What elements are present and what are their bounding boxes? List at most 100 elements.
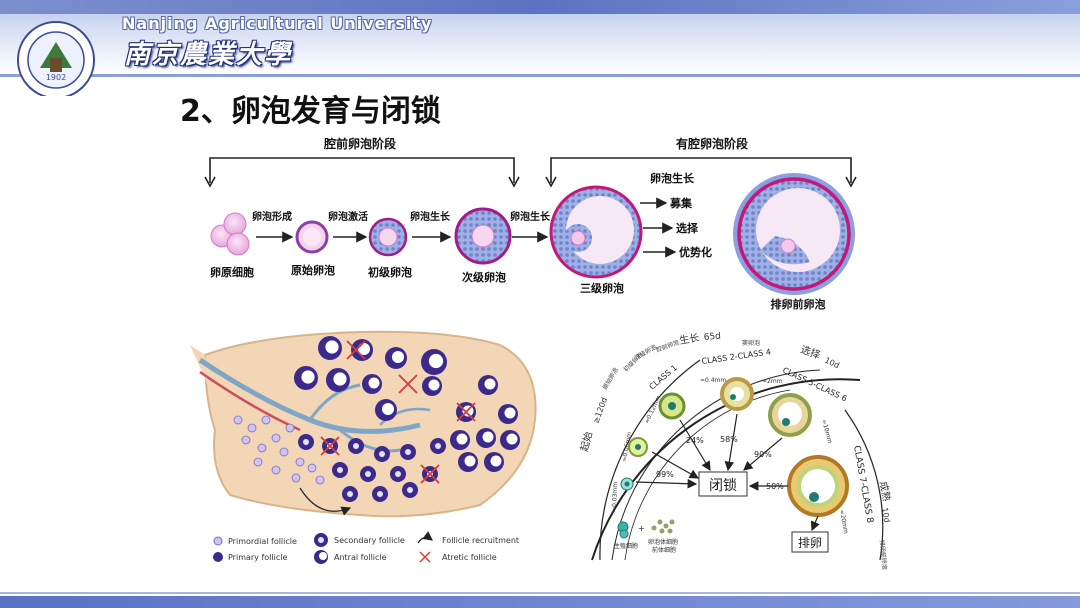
antral-cavity — [428, 379, 440, 391]
size-20mm: ≈20mm — [838, 509, 849, 534]
header-divider — [0, 74, 1080, 77]
footer-band — [0, 596, 1080, 608]
stage-primordial: 原始卵泡 — [291, 263, 335, 277]
legend-primordial: Primordial follicle — [228, 537, 297, 546]
outcome-recruitment: 募集 — [669, 196, 693, 210]
antral-cavity — [391, 350, 405, 364]
atretic-mark — [456, 402, 476, 422]
atretic-mark — [346, 340, 366, 360]
logo-year: 1902 — [46, 73, 66, 82]
primordial-follicle-dot — [271, 465, 281, 475]
arc-maturation: 成熟 — [877, 480, 893, 502]
antral-cavity — [490, 455, 502, 467]
secondary-oocyte — [347, 491, 353, 497]
primordial-follicle-dot — [307, 463, 317, 473]
arc-maturation-days: 10d — [880, 507, 892, 524]
footer-thin-line — [0, 592, 1080, 594]
development-arc-diagram — [591, 359, 884, 561]
university-name-zh: 南京農業大學 — [124, 40, 293, 70]
arrow-label-growth-2: 卵泡生长 — [510, 210, 551, 223]
label-precursor-cell: 前体细胞 — [652, 546, 676, 554]
arrow-label-activation: 卵泡激活 — [328, 210, 368, 223]
label-somatic-cell: 卵泡体细胞 — [648, 538, 678, 546]
label-atresia: 闭锁 — [709, 478, 737, 494]
recruitment-arrow — [299, 487, 352, 516]
label-ovulation: 排卵 — [798, 536, 822, 550]
primordial-follicle-dot — [257, 443, 267, 453]
primordial-follicle-dot — [247, 423, 257, 433]
antral-cavity — [381, 402, 395, 416]
antral-cavity — [484, 378, 496, 390]
antral-cavity — [325, 340, 339, 354]
inner-label-3: 次级卵泡 — [633, 343, 658, 362]
header-top-band — [0, 0, 1080, 14]
slide-title: 2、卵泡发育与闭锁 — [180, 94, 441, 129]
secondary-oocyte — [435, 443, 441, 449]
arc-growth-days: 65d — [703, 332, 721, 343]
header-gradient — [0, 14, 1080, 74]
plus-sign: + — [638, 524, 645, 533]
antral-cavity — [333, 372, 347, 386]
secondary-oocyte — [395, 471, 401, 477]
class-2-4: CLASS 2-CLASS 4 — [701, 347, 771, 366]
antral-cavity — [456, 433, 468, 445]
arc-initiation: 起始 — [577, 430, 595, 453]
arc-growth: 生长 — [678, 331, 700, 347]
arrow-to-atresia-2 — [679, 419, 711, 472]
primordial-follicle-dot — [261, 415, 271, 425]
antral-cavity — [464, 455, 476, 467]
secondary-oocyte — [377, 491, 383, 497]
legend-atretic: Atretic follicle — [442, 553, 497, 562]
legend-primary: Primary follicle — [228, 553, 287, 562]
legend-recruitment: Follicle recruitment — [442, 536, 519, 545]
secondary-oocyte — [337, 467, 343, 473]
bracket-antral — [545, 157, 857, 188]
university-logo: 1902 — [17, 21, 95, 96]
primordial-follicle-dot — [241, 435, 251, 445]
ovulation-box — [791, 531, 829, 553]
inner-label-1: 原始卵泡 — [601, 366, 620, 391]
class-1: CLASS 1 — [648, 363, 679, 391]
arrow-to-atresia-1 — [651, 451, 700, 479]
label-follicle-growth: 卵泡生长 — [650, 171, 695, 185]
label-germ-cell: 生殖细胞 — [614, 542, 638, 550]
stage-primary: 初级卵泡 — [368, 265, 412, 279]
arrow-to-atresia-6 — [635, 478, 698, 489]
ovary-legend: Primordial follicle Primary follicle Sec… — [213, 531, 519, 564]
antral-cavity — [428, 353, 444, 369]
secondary-oocyte — [379, 451, 385, 457]
inner-label-6: 排卵前卵泡 — [878, 539, 889, 570]
ovary-illustration — [190, 330, 537, 518]
preovulatory-follicle — [733, 173, 855, 295]
arrow-to-ovulation — [810, 515, 820, 532]
legend-antral: Antral follicle — [334, 553, 387, 562]
outcome-selection: 选择 — [676, 221, 699, 235]
oogonia-cluster — [210, 212, 250, 256]
outcome-dominance: 优势化 — [679, 245, 712, 259]
label-antral: 有腔卵泡阶段 — [676, 136, 749, 151]
inner-label-4: 腔前卵泡 — [655, 338, 680, 354]
secondary-follicle — [454, 207, 512, 265]
stage-tertiary: 三级卵泡 — [580, 281, 624, 295]
arc-selection-days: 10d — [823, 356, 841, 371]
secondary-oocyte — [407, 487, 413, 493]
antral-cavity — [504, 407, 516, 419]
percent-58: 58% — [720, 435, 738, 444]
primordial-follicle-dot — [285, 423, 295, 433]
tertiary-follicle — [549, 185, 643, 279]
stage-preovulatory: 排卵前卵泡 — [771, 297, 826, 311]
atretic-mark — [420, 464, 440, 484]
university-name-en: Nanjing Agricultural University — [122, 14, 433, 33]
arrow-to-atresia-4 — [743, 437, 783, 471]
arc-initiation-days: ≥120d — [591, 396, 609, 425]
antral-cavity — [301, 370, 315, 384]
bracket-preantral — [204, 157, 520, 188]
secondary-oocyte — [303, 439, 309, 445]
legend-secondary: Secondary follicle — [334, 536, 405, 545]
atretic-mark — [398, 374, 418, 394]
ovary-follicles — [233, 336, 520, 516]
percent-50: 50% — [766, 482, 784, 491]
percent-99: 99% — [656, 470, 674, 479]
primordial-follicle-dot — [233, 415, 243, 425]
arc-selection: 选择 — [799, 343, 822, 362]
